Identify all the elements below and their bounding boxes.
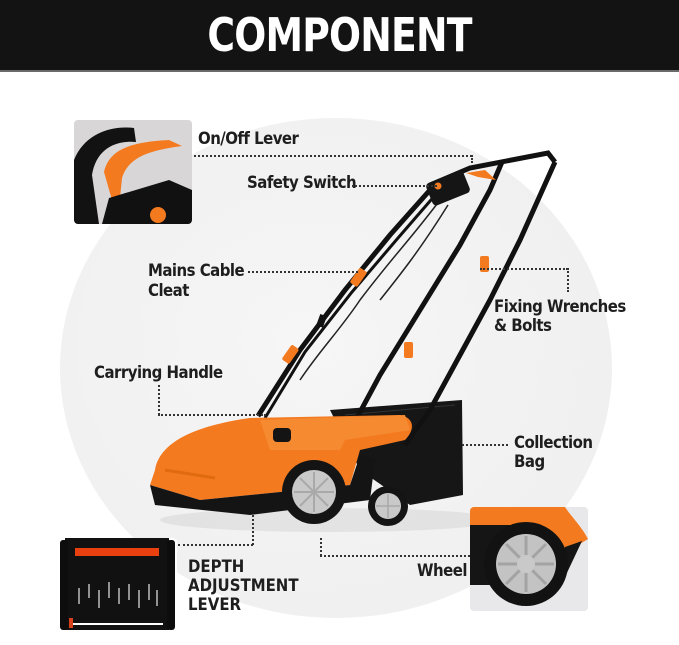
- label-depth-3: LEVER: [188, 595, 242, 615]
- leader-wheel: [320, 555, 470, 557]
- leader-fixing-wrenches-v: [567, 268, 569, 292]
- leader-mains-cable-cleat: [248, 271, 358, 273]
- on-off-lever-closeup: [74, 120, 192, 224]
- leader-carrying-handle-v: [158, 385, 160, 415]
- label-collection-bag-1: Collection: [514, 433, 593, 453]
- label-wheel: Wheel: [417, 561, 467, 581]
- label-collection-bag-2: Bag: [514, 452, 545, 472]
- label-fixing-wrenches-1: Fixing Wrenches: [494, 297, 626, 317]
- depth-adjustment-closeup: [57, 538, 177, 632]
- leader-fixing-wrenches: [480, 268, 568, 270]
- label-fixing-wrenches-2: & Bolts: [494, 316, 552, 336]
- page-title: COMPONENT: [207, 8, 472, 62]
- label-mains-cable-cleat-2: Cleat: [148, 281, 189, 301]
- label-depth-2: ADJUSTMENT: [188, 576, 299, 596]
- label-safety-switch: Safety Switch: [247, 173, 357, 193]
- leader-on-off-lever: [194, 155, 472, 157]
- header-banner: COMPONENT: [0, 0, 679, 72]
- leader-depth: [178, 544, 253, 546]
- label-depth-1: DEPTH: [188, 557, 245, 577]
- wheel-closeup: [470, 507, 588, 611]
- leader-safety-switch: [352, 185, 437, 187]
- lawn-scarifier-image: [150, 150, 558, 532]
- leader-depth-v: [252, 515, 254, 545]
- leader-on-off-lever-v: [471, 155, 473, 163]
- leader-collection-bag: [462, 444, 508, 446]
- label-on-off-lever: On/Off Lever: [198, 129, 299, 149]
- leader-carrying-handle: [158, 414, 266, 416]
- label-carrying-handle: Carrying Handle: [94, 363, 223, 383]
- leader-wheel-v: [320, 538, 322, 556]
- label-mains-cable-cleat-1: Mains Cable: [148, 261, 245, 281]
